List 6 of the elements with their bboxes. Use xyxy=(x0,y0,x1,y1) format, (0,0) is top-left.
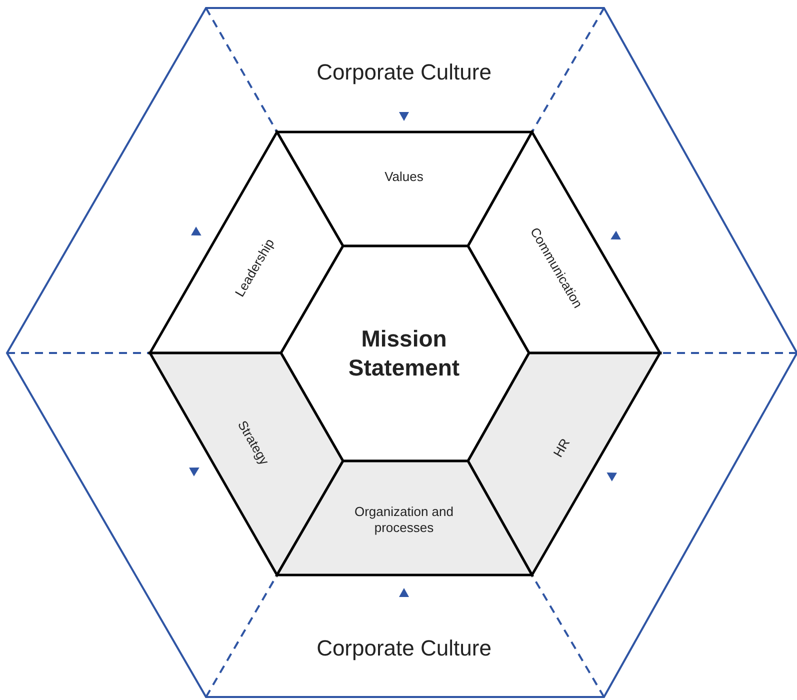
band-label: Corporate Culture xyxy=(316,58,492,86)
segment-label: HR xyxy=(550,436,574,460)
center-label: Mission Statement xyxy=(347,324,461,382)
segment-label: Organization and processes xyxy=(353,504,454,536)
segment-label: Values xyxy=(384,168,424,186)
band-label: Corporate Culture xyxy=(316,634,492,662)
